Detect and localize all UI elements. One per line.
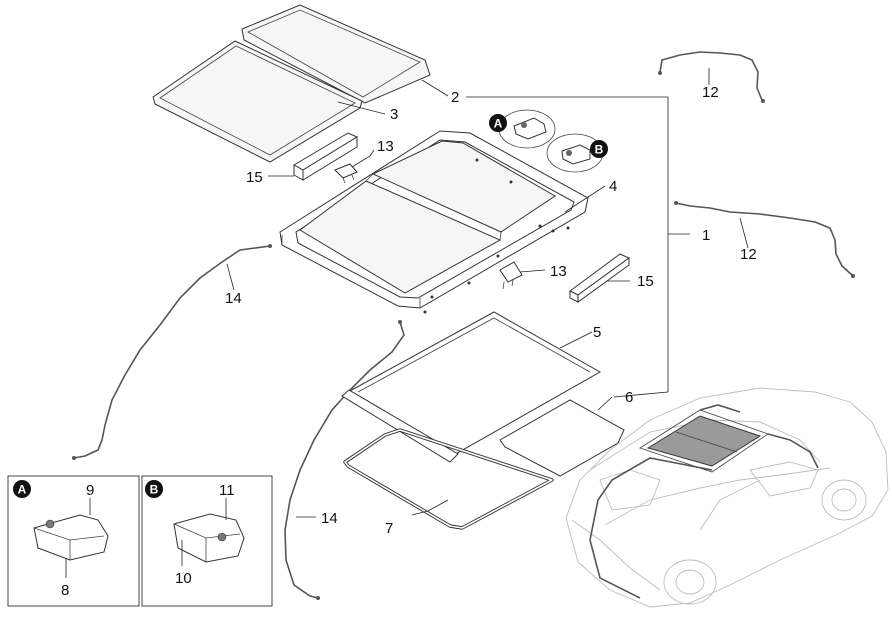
- callout-2: 2: [451, 89, 459, 106]
- badge-a-main: A: [489, 114, 507, 132]
- weatherstrip: [343, 428, 554, 530]
- svg-text:B: B: [150, 483, 159, 497]
- badge-a-inset: A: [13, 480, 31, 498]
- callout-14-right: 14: [321, 510, 338, 527]
- leader-lines: [226, 68, 749, 518]
- callout-9: 9: [86, 482, 94, 499]
- deflector-block-upper: [292, 132, 359, 181]
- callout-12-upper: 12: [702, 84, 719, 101]
- callout-15-lower: 15: [637, 273, 654, 290]
- callout-6: 6: [625, 389, 633, 406]
- badge-b-inset: B: [145, 480, 163, 498]
- svg-text:A: A: [18, 483, 27, 497]
- callout-10: 10: [175, 570, 192, 587]
- motor-a-detail: [498, 109, 556, 149]
- sunshade-panel: [499, 399, 625, 477]
- sunshade: [341, 311, 602, 463]
- long-hose-left: [72, 244, 272, 460]
- vehicle-outline: [565, 387, 889, 608]
- drain-hose-lower: [674, 201, 855, 278]
- inset-box-a: A 9 8: [7, 475, 140, 607]
- callout-13-upper: 13: [377, 138, 394, 155]
- callout-4: 4: [609, 178, 617, 195]
- callout-12-lower: 12: [740, 246, 757, 263]
- callout-15-upper: 15: [246, 169, 263, 186]
- callout-14-left: 14: [225, 290, 242, 307]
- bracket-upper: [334, 163, 358, 184]
- drain-hose-upper: [658, 51, 765, 103]
- bracket-lower: [499, 261, 523, 290]
- deflector-block-lower: [569, 253, 630, 303]
- svg-text:B: B: [595, 143, 604, 157]
- callout-7: 7: [385, 520, 393, 537]
- callout-8: 8: [61, 582, 69, 599]
- inset-box-b: B 11 10: [141, 475, 273, 607]
- svg-text:A: A: [494, 117, 503, 131]
- callout-13-lower: 13: [550, 263, 567, 280]
- callout-1: 1: [702, 227, 710, 244]
- front-glass-panel: [241, 4, 431, 104]
- badge-b-main: B: [590, 140, 608, 158]
- callout-3: 3: [390, 106, 398, 123]
- sunroof-frame-assembly: [279, 130, 589, 314]
- callout-5: 5: [593, 324, 601, 341]
- callout-labels: 2 3 13 15 4 1 12 12 13 15 14 5 6 14 7: [225, 84, 757, 537]
- long-hose-right: [284, 320, 405, 600]
- callout-11: 11: [219, 482, 235, 499]
